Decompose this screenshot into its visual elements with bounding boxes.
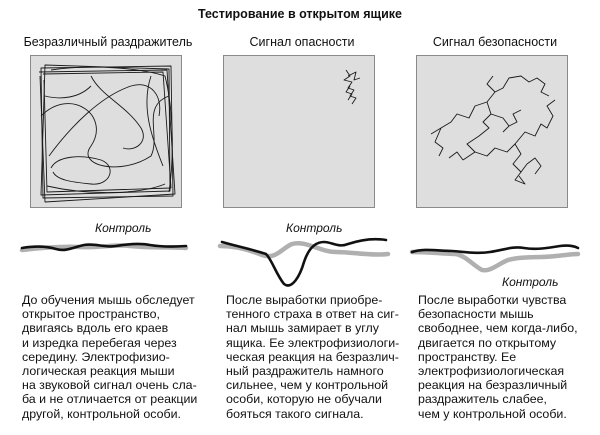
control-label-safety: Контроль: [502, 275, 559, 289]
movement-path-safety: [430, 75, 556, 185]
control-trace-safety: [409, 249, 581, 273]
description-line: электрофизиологическая: [418, 364, 565, 379]
description-line: ческая реакция на безразлич-: [226, 349, 399, 364]
figure-title: Тестирование в открытом ящике: [197, 7, 402, 21]
movement-path-danger: [343, 69, 361, 105]
open-field-box-safety: [416, 55, 568, 208]
control-label-danger: Контроль: [286, 221, 343, 235]
description-line: бояться такого сигнала.: [226, 406, 364, 421]
description-line: открытое пространство,: [22, 307, 160, 322]
description-line: безопасности мышь: [418, 307, 534, 322]
description-line: двигается по открытому: [418, 335, 557, 350]
description-neutral: До обучения мышь обследует открытое прос…: [22, 293, 197, 421]
control-label-neutral: Контроль: [95, 221, 152, 235]
response-trace-danger: [220, 237, 388, 287]
panel-label-neutral: Безразличный раздражитель: [23, 35, 193, 49]
description-line: После выработки приобре-: [226, 293, 383, 307]
description-line: тенного страха в ответ на сиг-: [226, 307, 399, 322]
description-line: ящика. Ее электрофизиологи-: [226, 335, 400, 350]
description-line: свободнее, чем когда-либо,: [418, 321, 578, 336]
description-line: особи, которую не обучали: [226, 392, 382, 407]
description-line: раздражитель слабее,: [418, 392, 547, 407]
panel-label-safety: Сигнал безопасности: [432, 35, 558, 49]
description-line: реакция на безразличный: [418, 378, 568, 393]
description-safety: После выработки чувства безопасности мыш…: [418, 293, 578, 421]
description-line: логическая реакция мыши: [22, 364, 175, 379]
description-line: сильнее, чем у контрольной: [226, 378, 389, 393]
response-trace-safety: [410, 244, 580, 255]
description-line: другой, контрольной особи.: [22, 406, 181, 421]
description-line: пространству. Ее: [418, 349, 517, 364]
control-trace-danger: [217, 240, 391, 259]
description-line: нал мышь замирает в углу: [226, 321, 379, 336]
response-traces: [19, 237, 581, 287]
description-line: После выработки чувства: [418, 293, 567, 307]
description-line: и изредка перебегая через: [22, 335, 177, 350]
description-line: ный раздражитель намного: [226, 364, 384, 379]
description-line: чем у контрольной особи.: [418, 406, 567, 421]
open-field-box-danger: [223, 55, 375, 208]
description-line: ба и не отличается от реакции: [22, 392, 198, 407]
movement-path-neutral: [38, 64, 176, 203]
description-line: До обучения мышь обследует: [22, 293, 195, 307]
description-line: на звуковой сигнал очень сла-: [22, 378, 197, 393]
description-danger: После выработки приобре- тенного страха …: [226, 293, 399, 421]
open-field-box-neutral: [30, 55, 182, 208]
description-line: двигаясь вдоль его краев: [22, 321, 169, 336]
description-line: середину. Электрофизио-: [22, 349, 170, 364]
response-trace-neutral: [20, 242, 188, 252]
panel-label-danger: Сигнал опасности: [249, 35, 355, 49]
